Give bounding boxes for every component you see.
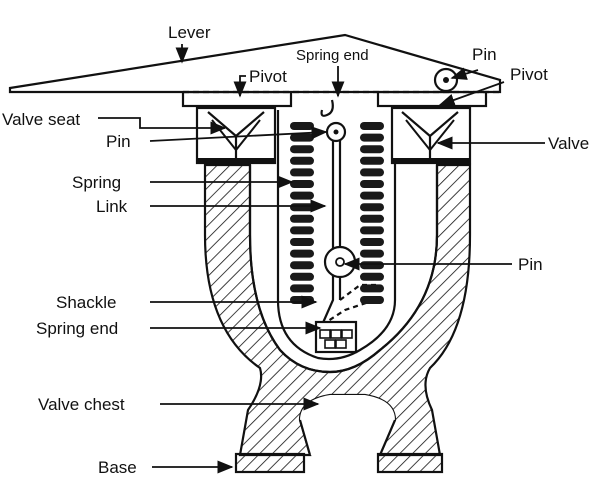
label-valve: Valve bbox=[548, 134, 589, 153]
leader-lines bbox=[98, 44, 545, 474]
spring-coil-right bbox=[360, 284, 384, 293]
spring-coil-right bbox=[360, 180, 384, 188]
label-link: Link bbox=[96, 197, 128, 216]
base-plate-left bbox=[234, 452, 306, 474]
label-shackle: Shackle bbox=[56, 293, 116, 312]
spring-coil-left bbox=[290, 261, 314, 270]
spring-coil-left bbox=[290, 214, 314, 223]
spring-coil-right bbox=[360, 261, 384, 270]
spring-coil-right bbox=[360, 122, 384, 130]
spring-coil-left bbox=[290, 122, 314, 130]
label-base: Base bbox=[98, 458, 137, 477]
spring-coil-left bbox=[290, 272, 314, 281]
label-pivot-right: Pivot bbox=[510, 65, 548, 84]
spring-coil-left bbox=[290, 249, 314, 258]
label-pin-top: Pin bbox=[472, 45, 497, 64]
label-spring: Spring bbox=[72, 173, 121, 192]
spring-coil-right bbox=[360, 226, 384, 235]
spring-coil-right bbox=[360, 249, 384, 258]
label-pivot-left: Pivot bbox=[249, 67, 287, 86]
spring-coil-right bbox=[360, 296, 384, 304]
label-spring-end-bottom: Spring end bbox=[36, 319, 118, 338]
label-lever: Lever bbox=[168, 23, 211, 42]
label-valve-seat: Valve seat bbox=[2, 110, 80, 129]
spring-coil-right bbox=[360, 203, 384, 212]
base-plate-right bbox=[376, 452, 444, 474]
spring-coil-right bbox=[360, 214, 384, 223]
spring-coil-left bbox=[290, 284, 314, 293]
spring-coil-right bbox=[360, 145, 384, 154]
spring-coil-right bbox=[360, 272, 384, 281]
label-pin-right: Pin bbox=[518, 255, 543, 274]
spring-coil-right bbox=[360, 238, 384, 246]
label-valve-chest: Valve chest bbox=[38, 395, 125, 414]
spring-coil-left bbox=[290, 156, 314, 165]
spring-coil-left bbox=[290, 238, 314, 246]
spring-coil-left bbox=[290, 203, 314, 212]
spring-coil-right bbox=[360, 191, 384, 200]
spring-coil-right bbox=[360, 156, 384, 165]
label-pin-left: Pin bbox=[106, 132, 131, 151]
spring-coil-left bbox=[290, 191, 314, 200]
spring-coil-left bbox=[290, 145, 314, 154]
label-spring-end-top: Spring end bbox=[296, 47, 369, 64]
spring-coil-right bbox=[360, 168, 384, 177]
spring-coil-left bbox=[290, 168, 314, 177]
right-valve-housing bbox=[376, 90, 488, 165]
spring-coil-right bbox=[360, 133, 384, 142]
spring-coil-left bbox=[290, 180, 314, 188]
spring-coil-left bbox=[290, 133, 314, 142]
lever bbox=[8, 33, 502, 94]
spring-coils bbox=[290, 122, 384, 304]
spring-coil-left bbox=[290, 226, 314, 235]
spring-end-block bbox=[314, 320, 358, 354]
spring-end-hook-top bbox=[320, 99, 334, 117]
